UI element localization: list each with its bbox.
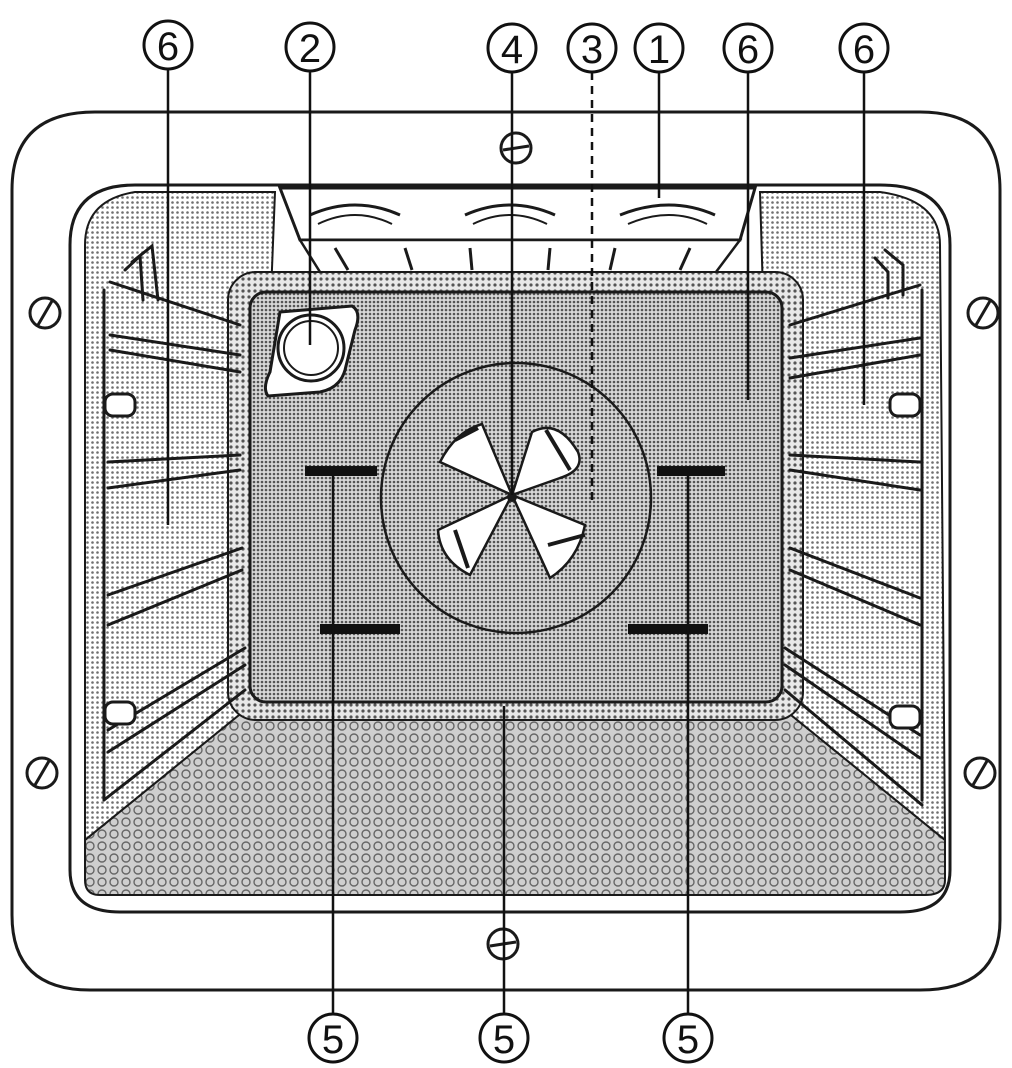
callout-6-right-label: 6 (853, 28, 875, 72)
frame-screws (25, 131, 1000, 961)
fan-cover (379, 361, 653, 635)
callout-4-label: 4 (501, 28, 523, 72)
callout-5-left-label: 5 (322, 1018, 344, 1062)
top-heating-element (277, 186, 757, 282)
screw-right-upper-icon (966, 296, 1000, 330)
fan-blades (436, 422, 587, 580)
callout-3: 3 (566, 22, 618, 74)
callout-5-center: 5 (478, 1012, 530, 1064)
leader-lines (166, 70, 866, 1018)
callout-5-left: 5 (307, 1012, 359, 1064)
oven-lamp (263, 304, 360, 398)
screw-top-icon (499, 131, 533, 165)
callout-6-left: 6 (142, 19, 194, 71)
screw-left-lower-icon (25, 756, 59, 790)
callout-5-right-label: 5 (677, 1018, 699, 1062)
callout-6-right: 6 (838, 22, 890, 74)
callout-6-center-label: 6 (737, 28, 759, 72)
callout-6-left-label: 6 (157, 25, 179, 69)
right-rack-clip-lower-icon (888, 704, 922, 730)
callout-5-right: 5 (662, 1012, 714, 1064)
left-rack-clip-lower-icon (103, 700, 137, 726)
screw-left-upper-icon (28, 296, 62, 330)
screw-right-lower-icon (963, 756, 997, 790)
callout-5-center-label: 5 (493, 1018, 515, 1062)
oven-floor (84, 701, 946, 896)
right-rack-clip-upper-icon (888, 392, 922, 418)
back-wall-runners (305, 466, 725, 634)
callout-2: 2 (284, 21, 336, 73)
right-shelf-rack (783, 248, 924, 807)
callout-1: 1 (633, 22, 685, 74)
callout-4: 4 (486, 22, 538, 74)
left-shelf-rack (102, 243, 247, 802)
callout-6-center: 6 (722, 22, 774, 74)
left-rack-clip-upper-icon (103, 392, 137, 418)
callout-2-label: 2 (299, 27, 321, 71)
callout-3-label: 3 (581, 28, 603, 72)
callout-1-label: 1 (648, 28, 670, 72)
